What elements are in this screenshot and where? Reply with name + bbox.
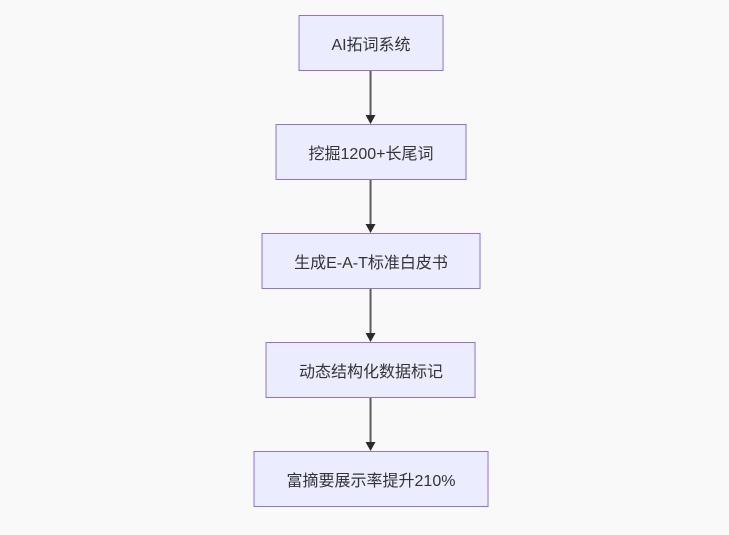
arrowhead-down-icon	[366, 115, 376, 124]
flow-node-ai-word-expansion: AI拓词系统	[298, 15, 444, 71]
flowchart: AI拓词系统 挖掘1200+长尾词 生成E-A-T标准白皮书 动态结构化数据标记	[253, 15, 489, 507]
edge-line	[370, 289, 372, 334]
edge-line	[370, 398, 372, 443]
flow-node-structured-data-markup: 动态结构化数据标记	[265, 342, 476, 398]
edge-line	[370, 180, 372, 225]
flow-node-rich-snippet-result: 富摘要展示率提升210%	[253, 451, 489, 507]
edge-line	[370, 71, 372, 116]
edge-connector-3	[366, 289, 376, 342]
arrowhead-down-icon	[366, 442, 376, 451]
flow-node-label: 富摘要展示率提升210%	[286, 473, 456, 490]
edge-connector-1	[366, 71, 376, 124]
edge-connector-2	[366, 180, 376, 233]
flow-node-longtail-mining: 挖掘1200+长尾词	[275, 124, 467, 180]
flow-node-label: AI拓词系统	[331, 37, 411, 54]
flow-node-label: 生成E-A-T标准白皮书	[294, 255, 448, 272]
flow-node-label: 动态结构化数据标记	[298, 364, 443, 381]
edge-connector-4	[366, 398, 376, 451]
flow-node-label: 挖掘1200+长尾词	[308, 146, 434, 163]
arrowhead-down-icon	[366, 333, 376, 342]
arrowhead-down-icon	[366, 224, 376, 233]
flow-node-eat-whitepaper: 生成E-A-T标准白皮书	[261, 233, 481, 289]
